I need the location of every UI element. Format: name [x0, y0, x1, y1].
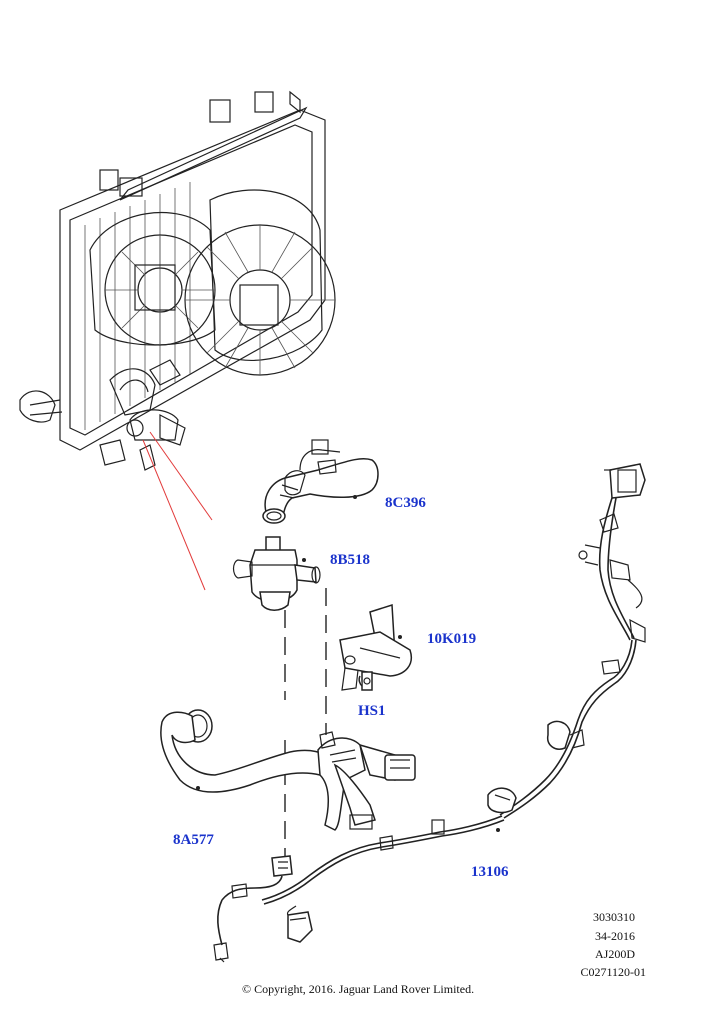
label-hs1: HS1: [358, 703, 386, 719]
hose-8c396: [262, 439, 379, 524]
bolt-hs1: [358, 671, 373, 691]
reference-line-1: 3030310: [593, 910, 635, 924]
reference-line-3: AJ200D: [594, 947, 635, 961]
label-8a577: 8A577: [173, 832, 214, 848]
label-8b518: 8B518: [330, 552, 371, 568]
wiring-harness-13106: [213, 463, 646, 963]
radiator-assembly: [19, 90, 336, 471]
assembly-guide-lines: [284, 588, 327, 860]
hose-8a577: [160, 709, 416, 831]
label-8c396: 8C396: [385, 495, 426, 511]
reference-line-4: C0271120-01: [580, 965, 646, 979]
label-13106: 13106: [471, 864, 509, 880]
copyright-notice: © Copyright, 2016. Jaguar Land Rover Lim…: [242, 982, 475, 996]
bracket-10k019: [339, 603, 412, 691]
callout-lines: [142, 431, 213, 591]
label-10k019: 10K019: [427, 631, 477, 647]
pump-8b518: [232, 536, 321, 611]
reference-line-2: 34-2016: [595, 929, 635, 943]
